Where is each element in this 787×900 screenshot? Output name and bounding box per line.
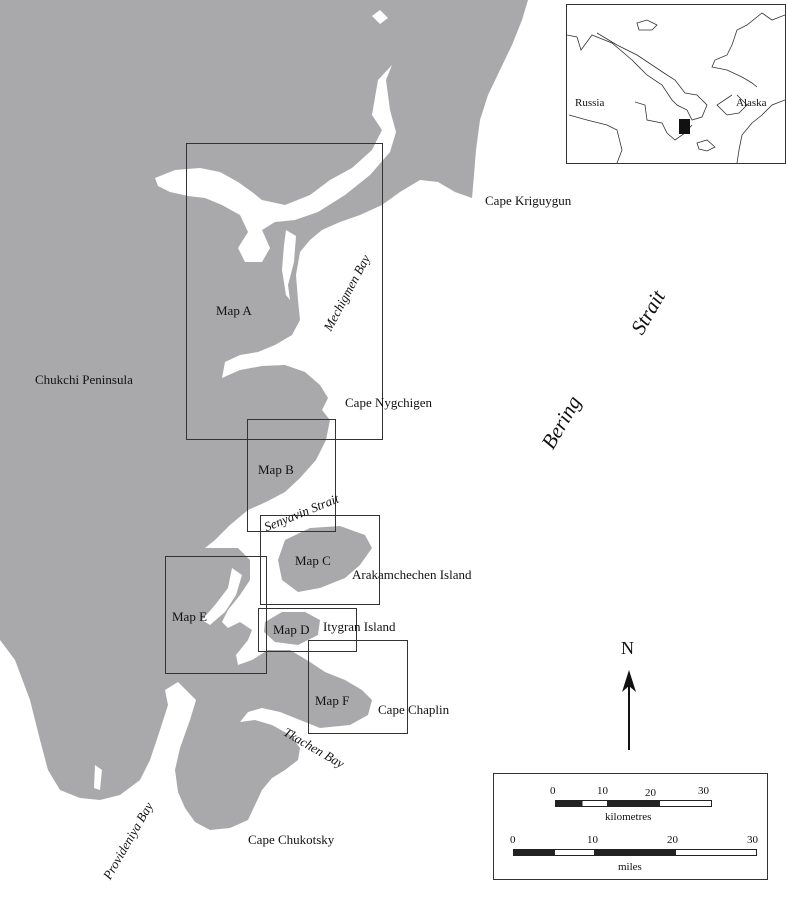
- inlet: [372, 10, 388, 24]
- mi-tick: 10: [587, 834, 598, 846]
- map-b-label: Map B: [258, 462, 294, 477]
- km-tick: 0: [550, 785, 556, 797]
- map-a-box[interactable]: [186, 143, 383, 440]
- peninsula-label: Chukchi Peninsula: [35, 372, 133, 387]
- km-scale-bar: [555, 800, 712, 807]
- north-label: N: [621, 638, 634, 658]
- mi-tick: 0: [510, 834, 516, 846]
- arakamchechen-label: Arakamchechen Island: [352, 567, 472, 582]
- map-b-box[interactable]: [247, 419, 336, 532]
- map-c-label: Map C: [295, 553, 331, 568]
- cape-chukotsky-label: Cape Chukotsky: [248, 832, 335, 847]
- inlet: [202, 568, 242, 625]
- km-tick: 30: [698, 785, 709, 797]
- scale-bar-panel: 0 10 20 30 kilometres 0 10 20 30 miles: [493, 773, 768, 880]
- inlet: [94, 765, 102, 790]
- cape-nygchigen-label: Cape Nygchigen: [345, 395, 433, 410]
- map-d-label: Map D: [273, 622, 310, 637]
- inset-coastlines: [567, 12, 785, 163]
- map-c-box[interactable]: [260, 515, 380, 605]
- map-e-box[interactable]: [165, 556, 267, 674]
- mainland: [0, 0, 528, 830]
- cape-kriguygun-label: Cape Kriguygun: [485, 193, 572, 208]
- mi-scale-bar: [513, 849, 757, 856]
- inset-map: Russia Alaska: [566, 4, 786, 164]
- arakamchechen-island: [278, 526, 372, 592]
- km-tick: 20: [645, 787, 656, 799]
- map-e-label: Map E: [172, 609, 208, 624]
- cape-chaplin-label: Cape Chaplin: [378, 702, 450, 717]
- mi-tick: 20: [667, 834, 678, 846]
- inset-russia-label: Russia: [575, 97, 605, 109]
- mi-tick: 30: [747, 834, 758, 846]
- km-unit: kilometres: [605, 811, 652, 823]
- map-f-box[interactable]: [308, 640, 408, 734]
- map-a-label: Map A: [216, 303, 252, 318]
- itygran-label: Itygran Island: [323, 619, 396, 634]
- mi-unit: miles: [618, 861, 642, 873]
- itygran-island: [264, 612, 320, 645]
- inlet: [282, 230, 296, 300]
- inset-alaska-label: Alaska: [736, 97, 767, 109]
- map-f-label: Map F: [315, 693, 350, 708]
- location-marker: [679, 119, 690, 134]
- km-tick: 10: [597, 785, 608, 797]
- map-d-box[interactable]: [258, 608, 357, 652]
